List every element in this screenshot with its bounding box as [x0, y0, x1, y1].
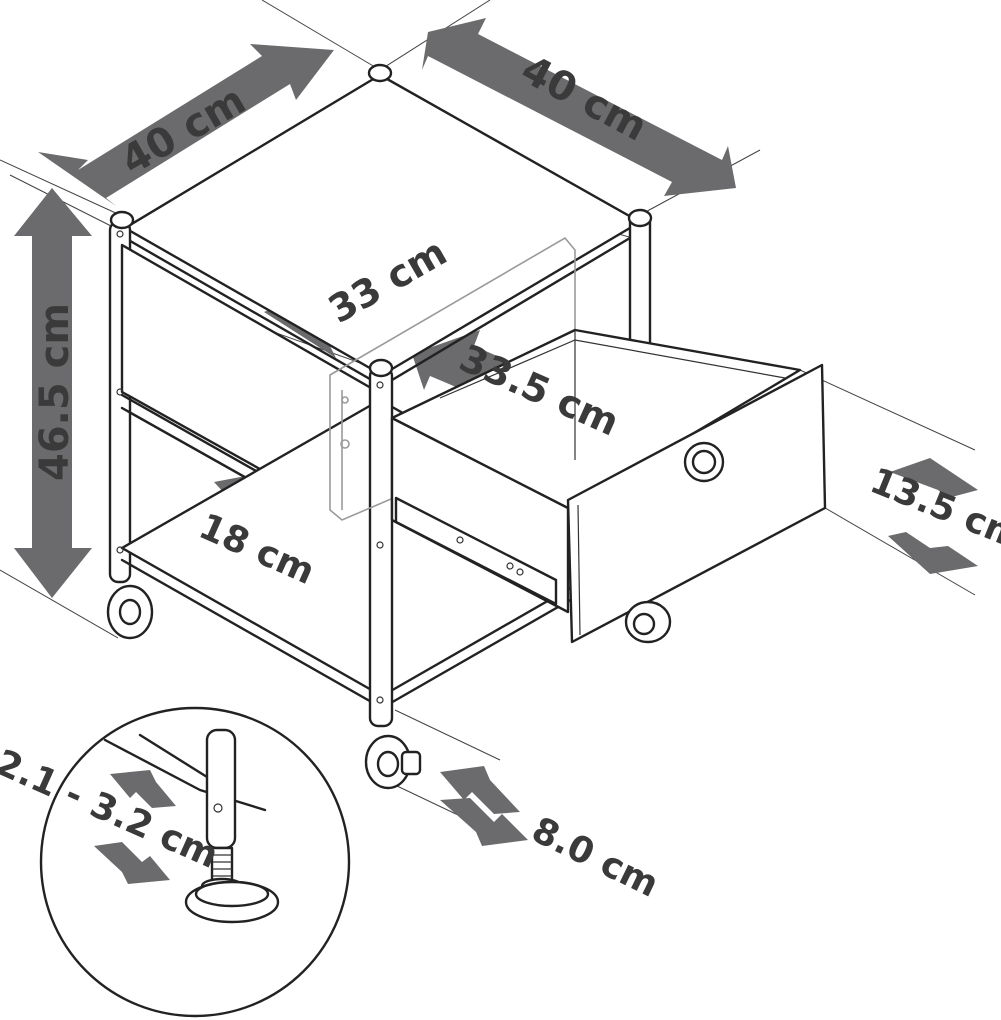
drawer-front — [566, 363, 827, 644]
caster-back-left — [106, 584, 154, 640]
foot-leg — [205, 728, 237, 850]
arrow-drawer-height-down — [888, 532, 978, 574]
caster-back-right — [624, 600, 672, 644]
dimension-arrows — [14, 18, 978, 884]
cabinet-frame — [108, 63, 653, 728]
arrow-foot-up — [110, 770, 176, 808]
arrow-caster-up — [440, 766, 520, 814]
casters — [106, 584, 672, 790]
foot-detail — [39, 706, 351, 1018]
arrow-top-depth — [422, 18, 736, 196]
arrow-caster-down — [440, 798, 528, 846]
arrow-foot-down — [94, 842, 170, 884]
drawer-slide — [394, 496, 558, 606]
drawer — [390, 328, 827, 644]
leg-front — [368, 366, 394, 728]
caster-front — [364, 734, 422, 790]
label-height: 46.5 cm — [32, 303, 78, 481]
drawer-knob — [683, 441, 725, 483]
arrow-height — [14, 188, 92, 598]
arrow-drawer-height-up — [890, 458, 978, 498]
arrow-top-width — [38, 44, 334, 206]
label-caster-height: 8.0 cm — [525, 810, 664, 906]
